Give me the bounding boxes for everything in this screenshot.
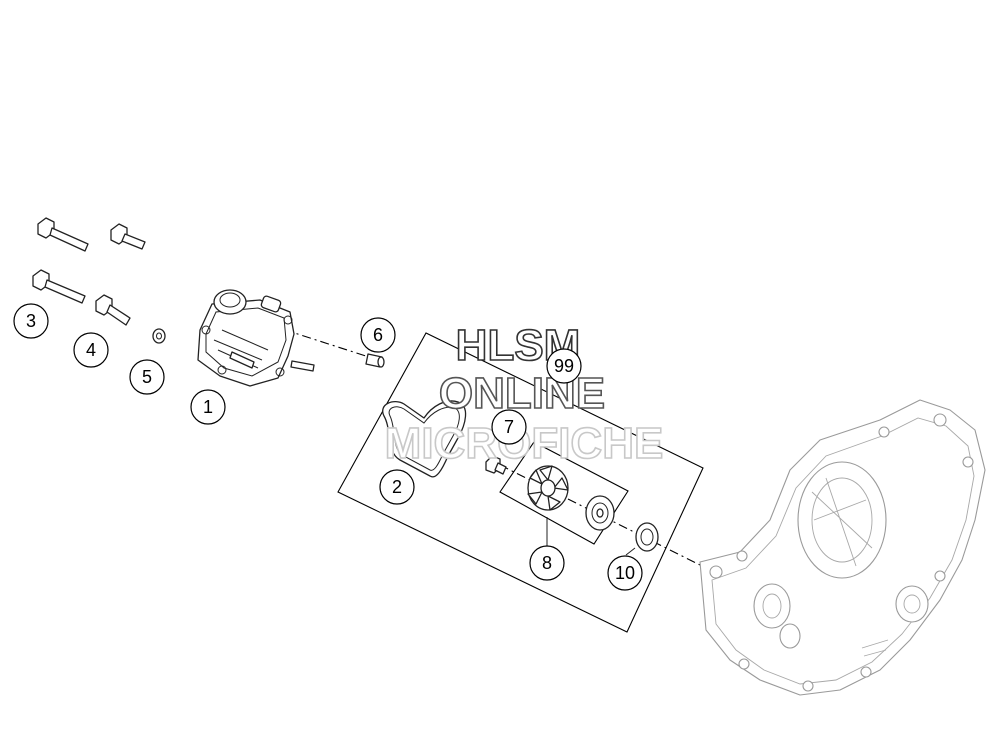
- bolt-icon: [37, 217, 89, 252]
- bolt-icon: [32, 269, 86, 304]
- pin-icon: [365, 353, 385, 368]
- svg-text:3: 3: [26, 311, 36, 331]
- svg-text:8: 8: [542, 553, 552, 573]
- bolt-icon: [485, 455, 507, 475]
- callout-8: 8: [529, 545, 565, 581]
- callout-3: 3: [13, 303, 49, 339]
- crankcase-cover-icon: [699, 399, 986, 696]
- callout-2: 2: [379, 469, 415, 505]
- impeller-icon: [527, 465, 615, 531]
- callout-10: 10: [607, 555, 643, 591]
- callout-5: 5: [129, 359, 165, 395]
- bolt-icon: [95, 294, 131, 326]
- callout-99: 99: [546, 348, 582, 384]
- kit-8-frame: [499, 441, 629, 545]
- svg-text:5: 5: [142, 367, 152, 387]
- callout-4: 4: [73, 332, 109, 368]
- bolt-icon: [110, 223, 146, 250]
- leader-line-10: [625, 547, 636, 556]
- svg-text:7: 7: [504, 417, 514, 437]
- watermark-line-2: ONLINE: [439, 369, 605, 418]
- pump-cover-icon: [197, 289, 295, 387]
- callout-7: 7: [491, 409, 527, 445]
- watermark: HLSM ONLINE MICROFICHE: [384, 320, 664, 469]
- callout-6: 6: [360, 317, 396, 353]
- svg-text:2: 2: [392, 477, 402, 497]
- pin-icon: [290, 360, 315, 372]
- svg-text:99: 99: [554, 356, 574, 376]
- svg-text:1: 1: [203, 397, 213, 417]
- svg-text:10: 10: [615, 563, 635, 583]
- kit-99-frame: [337, 332, 704, 633]
- svg-text:6: 6: [373, 325, 383, 345]
- seal-icon: [635, 522, 659, 552]
- washer-icon: [152, 328, 166, 344]
- callout-1: 1: [190, 389, 226, 425]
- gasket-icon: [382, 400, 467, 478]
- svg-text:4: 4: [86, 340, 96, 360]
